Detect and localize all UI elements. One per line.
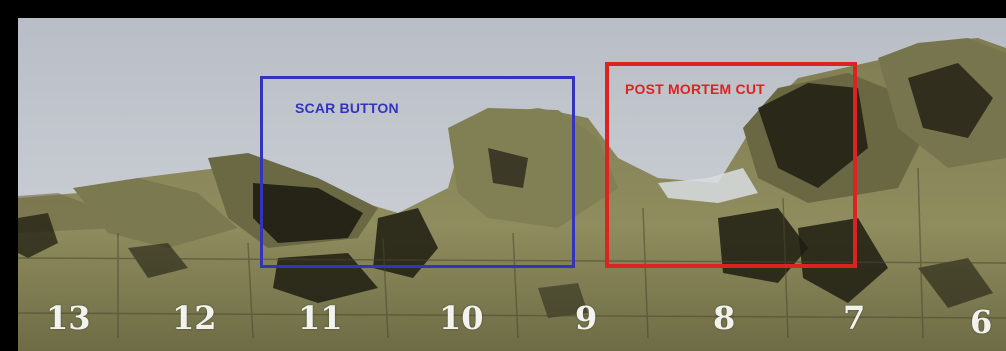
scute-number-8: 8 xyxy=(713,299,736,337)
scute-number-10: 10 xyxy=(439,299,484,337)
post-mortem-cut-label: POST MORTEM CUT xyxy=(625,81,765,97)
scute-number-6: 6 xyxy=(970,303,993,341)
scute-number-13: 13 xyxy=(46,299,91,337)
specimen-photo: SCAR BUTTON POST MORTEM CUT 13 12 11 10 … xyxy=(18,18,1006,351)
scute-number-11: 11 xyxy=(298,299,343,337)
scute-number-9: 9 xyxy=(575,299,598,337)
scar-button-box xyxy=(260,76,575,268)
scute-number-7: 7 xyxy=(843,299,866,337)
post-mortem-cut-box xyxy=(605,62,857,268)
scute-number-12: 12 xyxy=(172,299,217,337)
scar-button-label: SCAR BUTTON xyxy=(295,100,399,116)
